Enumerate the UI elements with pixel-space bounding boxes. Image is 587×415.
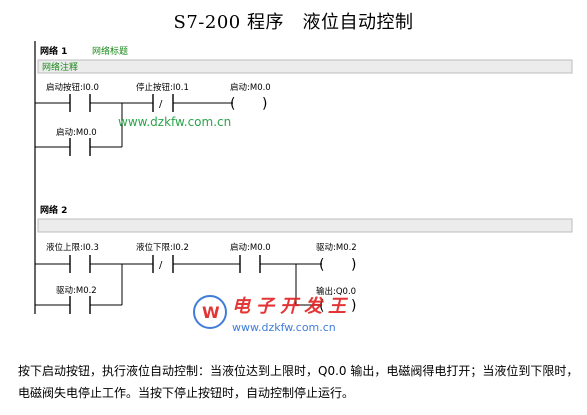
contact-start-button-label: 启动按钮:I0.0 xyxy=(46,82,99,93)
coil-start-m00-label: 启动:M0.0 xyxy=(230,82,271,93)
watermark-url-2: www.dzkfw.com.cn xyxy=(232,321,336,334)
contact-latch-m00: 启动:M0.0 xyxy=(56,127,97,156)
coil-start-m00: ( ) 启动:M0.0 xyxy=(230,82,271,112)
contact-stop-button-label: 停止按钮:I0.1 xyxy=(136,82,189,93)
coil-drive-m02-label: 驱动:M0.2 xyxy=(316,242,357,253)
network-1-comment: 网络注释 xyxy=(42,61,78,73)
network-2-header: 网络 2 xyxy=(40,204,67,216)
contact-level-upper-label: 液位上限:I0.3 xyxy=(46,242,99,253)
contact-level-upper: 液位上限:I0.3 xyxy=(46,242,99,273)
network-1: 网络 1 网络标题 网络注释 启动按钮:I0.0 / 停止按钮:I0.1 ( )… xyxy=(35,45,573,156)
contact-drive-m02-label: 驱动:M0.2 xyxy=(56,285,97,296)
svg-text:(: ( xyxy=(230,96,235,112)
contact-drive-m02: 驱动:M0.2 xyxy=(56,285,97,314)
contact-latch-m00-label: 启动:M0.0 xyxy=(56,127,97,138)
nc-slash: / xyxy=(159,99,163,110)
contact-start-m00: 启动:M0.0 xyxy=(230,242,271,273)
svg-text:(: ( xyxy=(319,298,324,314)
nc-slash: / xyxy=(159,260,163,271)
svg-text:(: ( xyxy=(319,257,324,273)
svg-text:): ) xyxy=(262,96,267,112)
network-1-title: 网络标题 xyxy=(92,45,128,57)
coil-drive-m02: ( ) 驱动:M0.2 xyxy=(316,242,357,273)
network-2-comment-bar xyxy=(37,218,573,233)
logo-icon-letter: W xyxy=(202,303,220,322)
contact-start-m00-label: 启动:M0.0 xyxy=(230,242,271,253)
logo-watermark: W 电子开发王 www.dzkfw.com.cn xyxy=(193,295,352,334)
caption: 按下启动按钮，执行液位自动控制：当液位达到上限时，Q0.0 输出，电磁阀得电打开… xyxy=(18,364,579,400)
watermark-logo-text: 电子开发王 xyxy=(232,296,352,317)
watermark-url: www.dzkfw.com.cn xyxy=(118,115,231,129)
contact-level-lower: / 液位下限:I0.2 xyxy=(136,242,189,273)
contact-stop-button: / 停止按钮:I0.1 xyxy=(136,82,189,112)
coil-output-q00: ( ) 输出:Q0.0 xyxy=(316,286,356,314)
contact-level-lower-label: 液位下限:I0.2 xyxy=(136,242,189,253)
network-1-comment-bar xyxy=(37,59,573,74)
network-1-header: 网络 1 xyxy=(40,45,67,57)
svg-text:): ) xyxy=(351,257,356,273)
svg-text:): ) xyxy=(351,298,356,314)
ladder-diagram: 网络 1 网络标题 网络注释 启动按钮:I0.0 / 停止按钮:I0.1 ( )… xyxy=(34,41,573,334)
coil-output-q00-label: 输出:Q0.0 xyxy=(316,286,356,297)
contact-start-button: 启动按钮:I0.0 xyxy=(46,82,99,112)
network-2: 网络 2 液位上限:I0.3 / 液位下限:I0.2 启动:M0.0 ( ) 驱… xyxy=(35,204,573,314)
logo-icon xyxy=(193,295,227,329)
page-title: S7-200 程序 液位自动控制 xyxy=(173,12,414,33)
